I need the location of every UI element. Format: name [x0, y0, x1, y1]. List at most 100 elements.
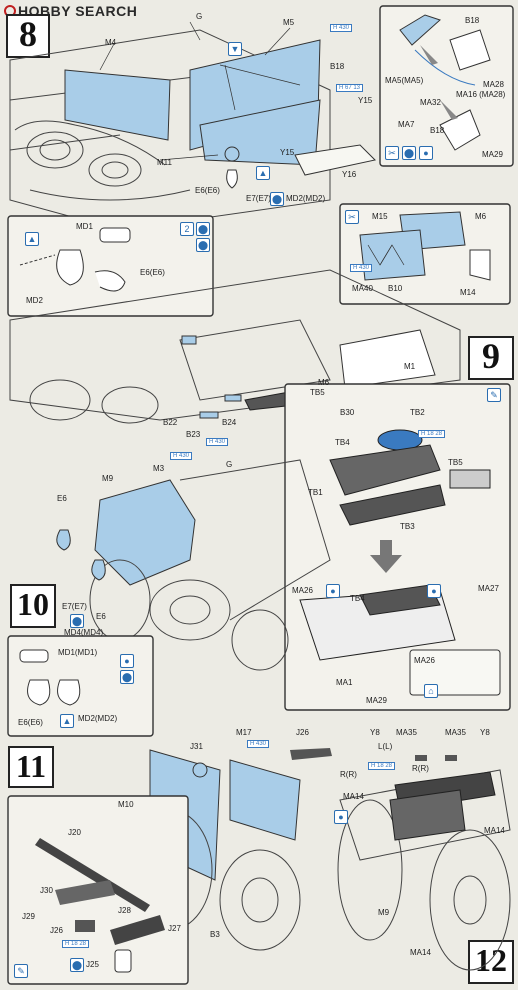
part-label: TB2: [410, 408, 425, 417]
part-label: G: [196, 12, 203, 21]
part-label: G: [226, 460, 233, 469]
part-label: E6: [96, 612, 106, 621]
part-label: L(L): [378, 742, 393, 751]
part-label: MA5(MA5): [385, 76, 424, 85]
part-label: TB1: [308, 488, 323, 497]
paint-code-badge: H 67 13: [336, 84, 364, 92]
part-label: MA29: [482, 150, 503, 159]
part-label: MA26: [292, 586, 313, 595]
part-label: Y15: [358, 96, 373, 105]
part-label: M5: [283, 18, 295, 27]
part-label: M15: [372, 212, 388, 221]
paint-icon: ✎: [487, 388, 501, 402]
cut-icon: ✂: [385, 146, 399, 160]
part-label: E7(E7): [62, 602, 87, 611]
paint-code-badge: H 18 28: [368, 762, 396, 770]
part-label: J26: [296, 728, 309, 737]
part-label: TB4: [335, 438, 350, 447]
part-label: MA14: [484, 826, 505, 835]
part-label: MD2(MD2): [78, 714, 118, 723]
part-label: J30: [40, 886, 53, 895]
part-label: J25: [86, 960, 99, 969]
part-label: B24: [222, 418, 237, 427]
part-label: M14: [460, 288, 476, 297]
part-label: J27: [168, 924, 181, 933]
paint-icon: ⬤: [70, 614, 84, 628]
part-label: MA26: [414, 656, 435, 665]
glue-icon: ●: [120, 654, 134, 668]
paint-code-badge: H 430: [170, 452, 193, 460]
part-label: M6: [318, 378, 330, 387]
step-number-11: 11: [8, 746, 54, 788]
part-label: B30: [340, 408, 355, 417]
part-label: MD1: [76, 222, 93, 231]
part-label: MD1(MD1): [58, 648, 98, 657]
part-label: MA35: [445, 728, 466, 737]
part-label: MA1: [336, 678, 353, 687]
part-label: B22: [163, 418, 178, 427]
part-label: MD2(MD2): [286, 194, 326, 203]
part-label: Y8: [480, 728, 490, 737]
part-label: Y8: [370, 728, 380, 737]
part-label: M9: [102, 474, 114, 483]
part-label: R(R): [340, 770, 357, 779]
step-number-10: 10: [10, 584, 56, 628]
part-label: MD4(MD4): [64, 628, 104, 637]
part-label: R(R): [412, 764, 429, 773]
part-label: TB5: [448, 458, 463, 467]
bend-icon: ⌂: [424, 684, 438, 698]
part-label: MA29: [366, 696, 387, 705]
paint-icon: ⬤: [70, 958, 84, 972]
part-label: M9: [378, 908, 390, 917]
part-label: MA14: [343, 792, 364, 801]
part-label: B3: [210, 930, 220, 939]
part-label: MA40: [352, 284, 373, 293]
paint-icon: ⬤: [196, 222, 210, 236]
part-label: MD2: [26, 296, 43, 305]
paint-icon: ⬤: [270, 192, 284, 206]
part-label: MA7: [398, 120, 415, 129]
glue-icon: ●: [326, 584, 340, 598]
part-label: E6(E6): [195, 186, 220, 195]
part-label: M3: [153, 464, 165, 473]
part-label: MA35: [396, 728, 417, 737]
step-number-9: 9: [468, 336, 514, 380]
part-label: TB4: [350, 594, 365, 603]
part-label: E7(E7): [246, 194, 271, 203]
part-label: J29: [22, 912, 35, 921]
part-label: B23: [186, 430, 201, 439]
part-label: MA28: [483, 80, 504, 89]
paint-code-badge: H 430: [330, 24, 353, 32]
part-label: MA32: [420, 98, 441, 107]
paint-code-badge: H 430: [247, 740, 270, 748]
paint-code-badge: H 18 28: [62, 940, 90, 948]
part-label: M1: [404, 362, 416, 371]
part-label: E6: [57, 494, 67, 503]
part-label: J26: [50, 926, 63, 935]
glue-icon: ▲: [256, 166, 270, 180]
part-label: J20: [68, 828, 81, 837]
part-label: M4: [105, 38, 117, 47]
part-label: B18: [330, 62, 345, 71]
glue-icon: ▲: [60, 714, 74, 728]
part-label: TB5: [310, 388, 325, 397]
paint-icon: ⬤: [120, 670, 134, 684]
part-label: B10: [388, 284, 403, 293]
part-label: MA27: [478, 584, 499, 593]
glue-icon: ▲: [25, 232, 39, 246]
cut-icon: ✂: [345, 210, 359, 224]
glue-icon: ●: [419, 146, 433, 160]
paint-icon: ⬤: [402, 146, 416, 160]
part-label: M10: [118, 800, 134, 809]
paint-code-badge: H 18 28: [418, 430, 446, 438]
part-label: B18: [430, 126, 445, 135]
paint-icon: ⬤: [196, 238, 210, 252]
part-label: MA16 (MA28): [456, 90, 506, 99]
part-label: E6(E6): [18, 718, 43, 727]
part-label: Y15: [280, 148, 295, 157]
part-label: E6(E6): [140, 268, 165, 277]
cut-icon: ✎: [14, 964, 28, 978]
number-2-icon: 2: [180, 222, 194, 236]
part-label: M17: [236, 728, 252, 737]
paint-code-badge: H 430: [206, 438, 229, 446]
